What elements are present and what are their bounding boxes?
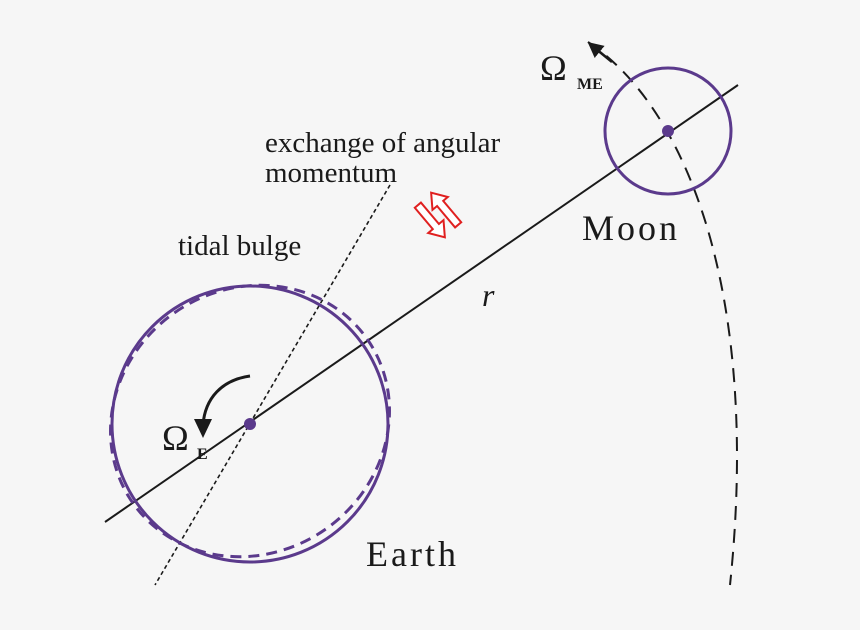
omega-me-subscript: ME <box>577 76 603 93</box>
distance-label: r <box>482 277 495 313</box>
earth-center-dot <box>244 418 256 430</box>
earth-circle <box>110 284 390 564</box>
curved-arrow-icon <box>194 374 251 438</box>
omega-e-symbol: Ω <box>162 418 189 458</box>
moon-center-dot <box>662 125 674 137</box>
tidal-axis-line <box>154 184 391 586</box>
earth-label: Earth <box>366 534 459 574</box>
omega-me-symbol: Ω <box>540 48 567 88</box>
exchange-label-line2: momentum <box>265 157 398 189</box>
moon-circle <box>603 66 733 196</box>
exchange-label-line1: exchange of angular <box>265 127 500 159</box>
moon-label: Moon <box>582 208 680 248</box>
earth-moon-line <box>104 84 739 523</box>
tidal-bulge-label: tidal bulge <box>178 230 301 262</box>
double-arrow-icon <box>413 191 463 239</box>
moon-orbit-path <box>587 41 738 586</box>
arrow-icon <box>587 42 613 64</box>
omega-e-subscript: E <box>197 446 208 463</box>
tidal-bulge-outline <box>109 283 391 559</box>
